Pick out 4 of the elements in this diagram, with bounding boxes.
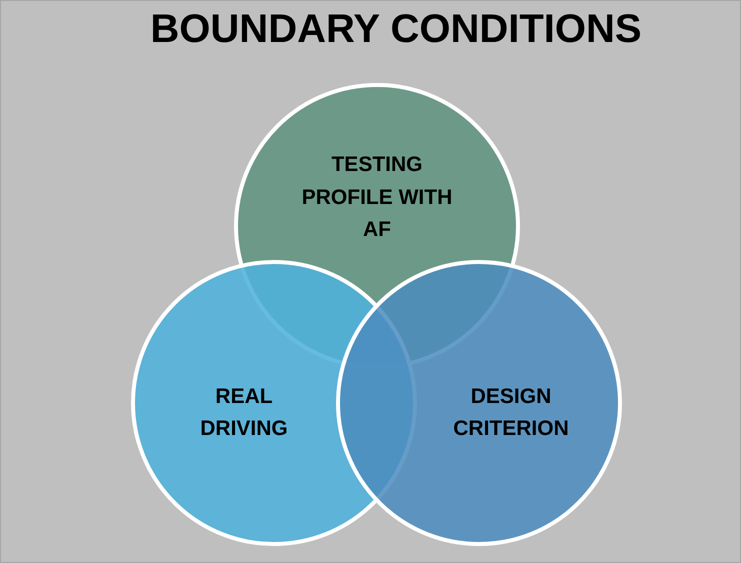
circle-label: TESTING PROFILE WITH AF (300, 152, 454, 244)
diagram-title: BOUNDARY CONDITIONS (149, 7, 643, 52)
circle-label: DESIGN CRITERION (452, 384, 570, 442)
circle-label: REAL DRIVING (199, 384, 289, 442)
